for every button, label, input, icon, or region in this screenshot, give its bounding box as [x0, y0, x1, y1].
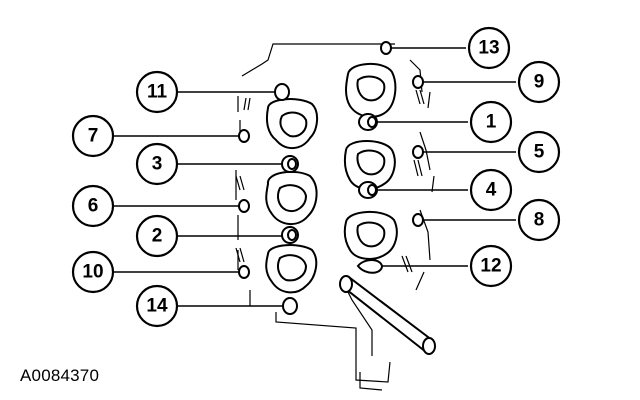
o-ring-2 — [281, 226, 299, 244]
o-ring-11 — [274, 83, 290, 101]
svg-text:4: 4 — [486, 180, 497, 201]
o-ring-10 — [238, 265, 250, 279]
svg-text:13: 13 — [478, 38, 499, 59]
gasket-right-middle — [343, 140, 396, 190]
o-ring-4 — [358, 181, 378, 199]
svg-text:8: 8 — [534, 210, 545, 231]
callout-5: 5 — [517, 130, 561, 174]
svg-text:3: 3 — [152, 154, 163, 175]
gasket-right-lower — [343, 211, 398, 260]
callout-4: 4 — [469, 168, 513, 212]
leader-lines — [114, 47, 516, 307]
gasket-right-upper — [345, 63, 397, 118]
svg-text:6: 6 — [88, 196, 99, 217]
svg-text:2: 2 — [152, 226, 163, 247]
svg-text:5: 5 — [534, 142, 545, 163]
callout-13: 13 — [467, 26, 511, 70]
svg-text:7: 7 — [88, 126, 99, 147]
figure-id-label: A0084370 — [20, 366, 100, 385]
svg-text:12: 12 — [480, 256, 501, 277]
o-ring-6 — [238, 199, 250, 213]
svg-text:10: 10 — [82, 262, 103, 283]
callout-6: 6 — [71, 184, 115, 228]
o-ring-1 — [358, 113, 378, 131]
o-ring-8 — [412, 213, 424, 227]
callout-3: 3 — [135, 142, 179, 186]
callout-9: 9 — [517, 60, 561, 104]
gasket-left-lower — [265, 244, 318, 294]
svg-text:11: 11 — [147, 82, 168, 103]
callout-8: 8 — [517, 198, 561, 242]
o-ring-5 — [412, 145, 424, 159]
callout-10: 10 — [71, 250, 115, 294]
o-ring-9 — [412, 75, 424, 89]
callout-11: 11 — [135, 70, 179, 114]
gasket-left-middle — [265, 170, 318, 225]
o-ring-7 — [238, 129, 250, 143]
callout-1: 1 — [469, 100, 513, 144]
o-ring-13 — [380, 41, 392, 55]
svg-text:9: 9 — [534, 72, 545, 93]
gasket-left-upper — [266, 98, 318, 149]
engine-block-outline — [235, 43, 435, 391]
coolant-tube — [339, 275, 436, 356]
seal-12 — [356, 259, 384, 274]
callout-12: 12 — [469, 244, 513, 288]
hatch-marks — [235, 89, 425, 273]
o-ring-14 — [282, 297, 298, 315]
svg-text:1: 1 — [486, 112, 497, 133]
callout-2: 2 — [135, 214, 179, 258]
svg-text:14: 14 — [146, 296, 168, 317]
callout-14: 14 — [135, 284, 179, 328]
o-ring-3 — [281, 155, 299, 173]
callout-7: 7 — [71, 114, 115, 158]
